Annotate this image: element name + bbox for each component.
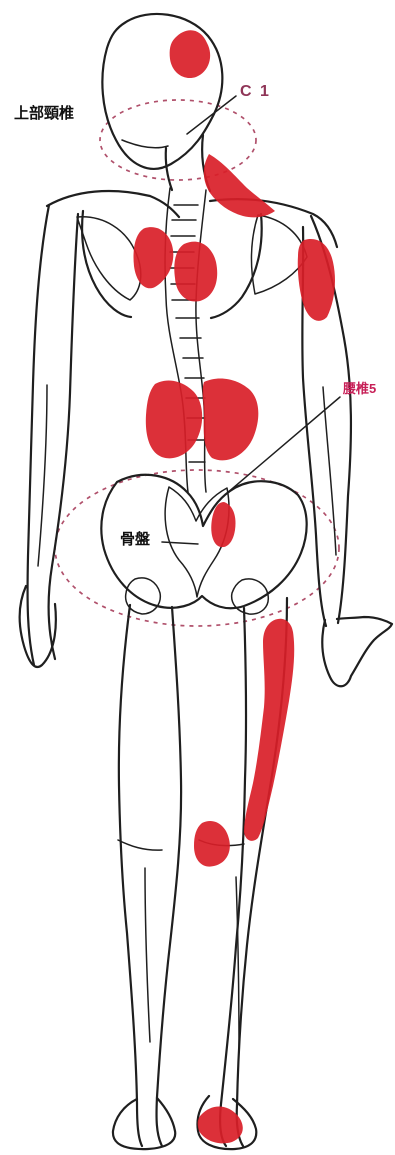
- head-outline: [102, 14, 222, 169]
- right-forearm-bone: [323, 387, 336, 555]
- right-hand-outline: [322, 617, 392, 686]
- thigh-pain-area: [244, 619, 294, 841]
- upper-cervical-label: 上部頸椎: [14, 106, 74, 121]
- left-scapula: [77, 217, 141, 300]
- lumbar-label: 腰椎5: [343, 382, 376, 395]
- left-hip-joint: [126, 578, 161, 614]
- spine-right-border: [196, 190, 206, 492]
- jaw-outline: [122, 140, 168, 148]
- left-upper-back-pain-area: [133, 227, 173, 288]
- left-knee: [118, 840, 162, 850]
- left-foot: [113, 1098, 175, 1149]
- pelvis-label: 骨盤: [120, 532, 150, 547]
- left-shin-bone: [145, 868, 150, 1042]
- head-pain-area: [170, 30, 211, 78]
- c1-label: C 1: [240, 84, 271, 100]
- sacrum-pain-area: [211, 502, 235, 547]
- left-forearm-bone: [38, 385, 47, 566]
- left-leg-outline: [119, 605, 181, 1146]
- shoulders-outline: [47, 191, 337, 247]
- neck-pain-area: [204, 154, 275, 217]
- pelvis-callout-line: [162, 542, 198, 544]
- knee-pain-area: [194, 821, 230, 867]
- c1-callout-line: [187, 96, 236, 134]
- left-arm-outline: [28, 205, 78, 665]
- mid-upper-back-pain-area: [174, 242, 217, 302]
